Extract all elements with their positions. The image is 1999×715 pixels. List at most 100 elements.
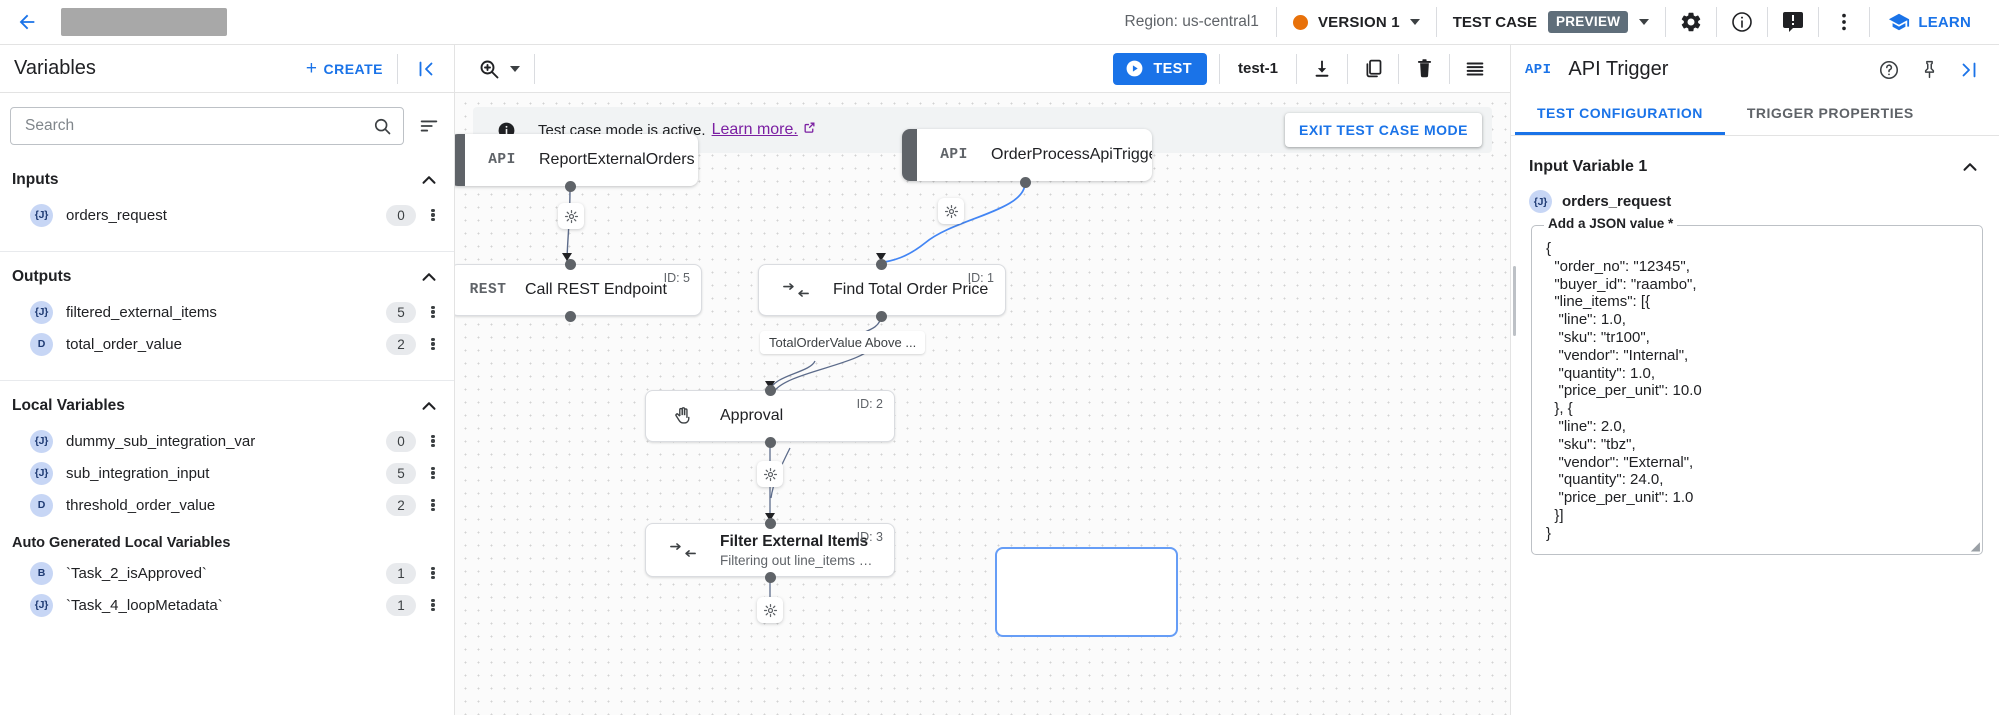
row-menu-button[interactable] bbox=[422, 497, 444, 512]
search-box[interactable] bbox=[10, 107, 404, 145]
list-item[interactable]: {J} dummy_sub_integration_var 0 bbox=[0, 425, 454, 457]
data-mapping-icon bbox=[646, 542, 720, 558]
list-item[interactable]: D total_order_value 2 bbox=[0, 328, 454, 360]
variable-name: total_order_value bbox=[66, 335, 182, 353]
row-menu-button[interactable] bbox=[422, 565, 444, 580]
flow-node-call-rest-endpoint[interactable]: REST Call REST Endpoint ID: 5 bbox=[455, 264, 702, 316]
sort-button[interactable] bbox=[416, 115, 442, 137]
divider bbox=[1716, 7, 1718, 37]
node-input-port[interactable] bbox=[876, 259, 887, 270]
test-button[interactable]: TEST bbox=[1113, 52, 1207, 85]
help-button[interactable] bbox=[1869, 48, 1909, 92]
chevron-up-icon[interactable] bbox=[418, 266, 440, 288]
collapse-sidebar-button[interactable] bbox=[398, 45, 454, 93]
list-item[interactable]: {J} sub_integration_input 5 bbox=[0, 457, 454, 489]
duplicate-button[interactable] bbox=[1348, 45, 1398, 93]
section-title: Outputs bbox=[12, 268, 72, 285]
section-header-local-variables[interactable]: Local Variables bbox=[0, 381, 454, 425]
back-button[interactable] bbox=[10, 5, 44, 39]
collapse-panel-button[interactable] bbox=[1949, 48, 1989, 92]
edge-config-button[interactable] bbox=[757, 461, 783, 487]
search-input[interactable] bbox=[25, 117, 372, 135]
flow-canvas[interactable]: Test case mode is active. Learn more. EX… bbox=[455, 93, 1510, 715]
list-item[interactable]: {J} `Task_4_loopMetadata` 1 bbox=[0, 589, 454, 621]
flow-node-order-process-api-trigger[interactable]: API OrderProcessApiTrigger bbox=[902, 129, 1152, 181]
node-id-badge: ID: 3 bbox=[856, 530, 883, 544]
download-button[interactable] bbox=[1297, 45, 1347, 93]
more-options-button[interactable] bbox=[1819, 0, 1869, 45]
learn-button[interactable]: LEARN bbox=[1870, 11, 1985, 33]
chevron-up-icon[interactable] bbox=[418, 169, 440, 191]
list-item[interactable]: D threshold_order_value 2 bbox=[0, 489, 454, 521]
exit-test-case-mode-button[interactable]: EXIT TEST CASE MODE bbox=[1285, 113, 1482, 147]
node-input-port[interactable] bbox=[765, 385, 776, 396]
node-input-port[interactable] bbox=[565, 259, 576, 270]
node-output-port[interactable] bbox=[565, 311, 576, 322]
variable-name: dummy_sub_integration_var bbox=[66, 432, 256, 450]
node-output-port[interactable] bbox=[765, 572, 776, 583]
test-case-selector[interactable]: TEST CASE PREVIEW bbox=[1437, 11, 1666, 33]
chevron-up-icon[interactable] bbox=[1959, 156, 1981, 178]
list-item[interactable]: {J} filtered_external_items 5 bbox=[0, 296, 454, 328]
learn-more-link[interactable]: Learn more. bbox=[711, 121, 798, 138]
row-menu-button[interactable] bbox=[422, 597, 444, 612]
tab-test-configuration[interactable]: TEST CONFIGURATION bbox=[1515, 94, 1725, 135]
json-field-label: Add a JSON value * bbox=[1544, 216, 1678, 231]
feedback-button[interactable] bbox=[1768, 0, 1818, 45]
chevron-up-icon[interactable] bbox=[418, 395, 440, 417]
node-output-port[interactable] bbox=[565, 181, 576, 192]
open-in-new-icon[interactable] bbox=[803, 121, 816, 139]
node-output-port[interactable] bbox=[876, 311, 887, 322]
delete-button[interactable] bbox=[1399, 45, 1449, 93]
test-case-name[interactable]: test-1 bbox=[1237, 60, 1278, 77]
chevron-down-icon bbox=[1639, 19, 1650, 25]
hand-icon bbox=[646, 405, 720, 427]
variable-type-badge: {J} bbox=[30, 461, 53, 485]
flow-node-report-external-orders[interactable]: API ReportExternalOrders bbox=[455, 134, 698, 186]
variable-type-badge: B bbox=[30, 561, 53, 585]
panel-scrollbar[interactable] bbox=[1513, 266, 1516, 336]
data-mapping-icon bbox=[759, 282, 833, 298]
divider bbox=[0, 251, 454, 252]
variable-count: 1 bbox=[386, 594, 416, 616]
edge-config-button[interactable] bbox=[558, 203, 584, 229]
section-header-inputs[interactable]: Inputs bbox=[0, 155, 454, 199]
edge-condition-label[interactable]: TotalOrderValue Above ... bbox=[760, 331, 926, 354]
edge-config-button[interactable] bbox=[757, 597, 783, 623]
settings-button[interactable] bbox=[1666, 0, 1716, 45]
pin-button[interactable] bbox=[1909, 48, 1949, 92]
flow-node-find-total-order-price[interactable]: Find Total Order Price ID: 1 bbox=[758, 264, 1006, 316]
tab-trigger-properties[interactable]: TRIGGER PROPERTIES bbox=[1746, 105, 1914, 121]
row-menu-button[interactable] bbox=[422, 433, 444, 448]
variable-count: 0 bbox=[386, 430, 416, 452]
node-input-port[interactable] bbox=[765, 518, 776, 529]
api-trigger-panel: API API Trigger bbox=[1510, 45, 1999, 715]
row-menu-button[interactable] bbox=[422, 465, 444, 480]
flow-node-selected-empty[interactable] bbox=[995, 547, 1178, 637]
edge-config-button[interactable] bbox=[938, 198, 964, 224]
variable-count: 0 bbox=[386, 204, 416, 226]
flow-node-approval[interactable]: Approval ID: 2 bbox=[645, 390, 895, 442]
resize-handle-icon[interactable]: ◢ bbox=[1970, 539, 1980, 553]
node-output-port[interactable] bbox=[1020, 177, 1031, 188]
info-button[interactable] bbox=[1717, 0, 1767, 45]
flow-node-filter-external-items[interactable]: Filter External Items Filtering out line… bbox=[645, 523, 895, 577]
help-icon bbox=[1879, 60, 1899, 79]
rest-icon: REST bbox=[469, 282, 507, 298]
list-item[interactable]: B `Task_2_isApproved` 1 bbox=[0, 557, 454, 589]
variable-type-badge: {J} bbox=[30, 593, 53, 617]
list-item[interactable]: {J} orders_request 0 bbox=[0, 199, 454, 231]
list-view-button[interactable] bbox=[1450, 45, 1500, 93]
version-selector[interactable]: VERSION 1 bbox=[1277, 14, 1436, 31]
create-variable-button[interactable]: + CREATE bbox=[292, 59, 397, 78]
json-value-textarea[interactable]: { "order_no": "12345", "buyer_id": "raam… bbox=[1531, 225, 1983, 555]
zoom-control[interactable] bbox=[471, 57, 534, 81]
graduation-cap-icon bbox=[1889, 13, 1910, 31]
play-circle-icon bbox=[1126, 60, 1143, 77]
row-menu-button[interactable] bbox=[422, 207, 444, 222]
node-output-port[interactable] bbox=[765, 437, 776, 448]
row-menu-button[interactable] bbox=[422, 336, 444, 351]
section-header-outputs[interactable]: Outputs bbox=[0, 252, 454, 296]
input-variable-section-header[interactable]: Input Variable 1 bbox=[1525, 136, 1985, 190]
row-menu-button[interactable] bbox=[422, 304, 444, 319]
